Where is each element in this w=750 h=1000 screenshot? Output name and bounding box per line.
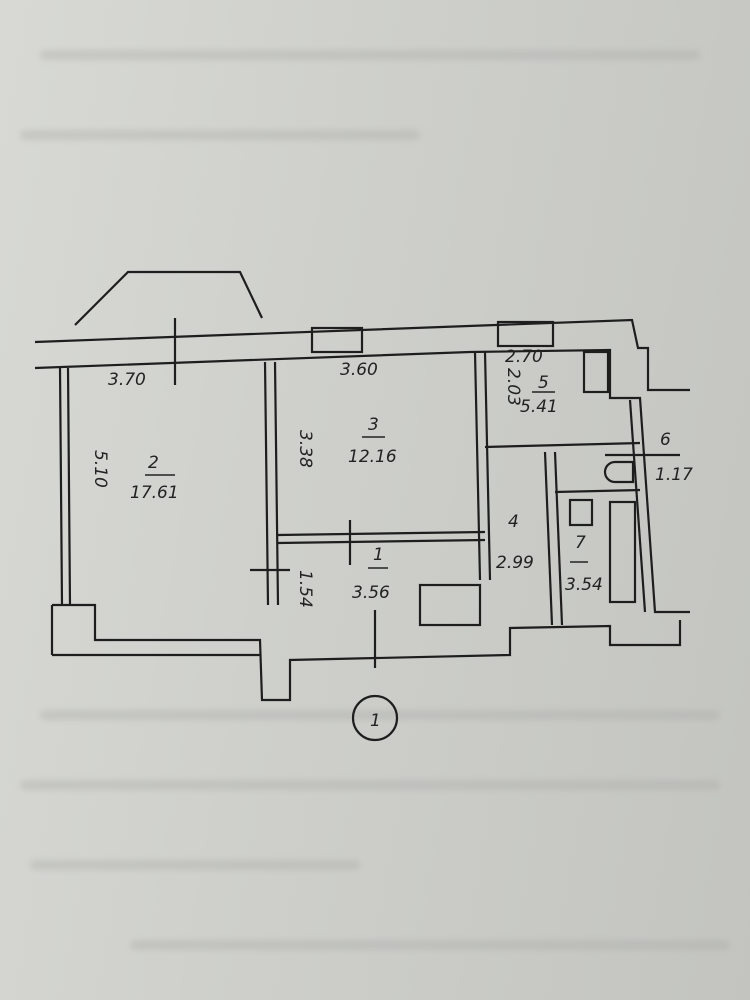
dimension-room3-length: 3.38	[295, 430, 315, 468]
partition-2-3	[263, 361, 270, 606]
partition-3-4	[473, 351, 482, 581]
section-marker-circle	[351, 694, 399, 742]
window	[496, 320, 555, 348]
partition-3-1	[277, 530, 486, 537]
partition-4-7	[553, 451, 564, 626]
room-3-area: 12.16	[348, 447, 397, 467]
faded-text-line	[20, 780, 720, 790]
room-7-area: 3.54	[565, 575, 603, 595]
faded-text-line	[30, 860, 360, 870]
partition-3-1	[277, 538, 486, 545]
wall-left	[58, 367, 64, 606]
room-6-area: 1.17	[655, 465, 693, 485]
wall-left-inner	[66, 367, 72, 606]
balcony-outline	[74, 270, 263, 326]
room-1-area: 3.56	[352, 583, 390, 603]
room-5-area: 5.41	[520, 397, 558, 417]
dimension-room5-width: 2.70	[505, 347, 543, 367]
dimension-room1-length: 1.54	[295, 570, 315, 608]
room-2-area: 17.61	[130, 483, 179, 503]
dimension-room3-width: 3.60	[340, 360, 378, 380]
room-7-number: 7	[575, 533, 586, 553]
room-5-number: 5	[538, 373, 549, 393]
faded-text-line	[40, 50, 700, 60]
section-marker-label: 1	[370, 711, 381, 731]
partition-4-7	[543, 451, 554, 626]
faded-text-line	[20, 130, 420, 140]
dimension-room5-length: 2.03	[503, 368, 523, 406]
window	[310, 326, 364, 354]
faded-text-line	[130, 940, 730, 950]
exterior-wall-inner	[34, 348, 690, 614]
bathtub-icon	[608, 500, 637, 604]
partition-2-3	[273, 361, 280, 606]
room-4-area: 2.99	[496, 553, 534, 573]
toilet-icon	[603, 460, 635, 484]
stove-icon	[582, 350, 610, 394]
room-3-number: 3	[368, 415, 379, 435]
dimension-room2-length: 5.10	[90, 450, 110, 488]
room-2-number: 2	[148, 453, 159, 473]
partition-6	[628, 399, 647, 613]
partition-6-7	[554, 488, 641, 494]
partition-3-4	[483, 351, 492, 581]
room-6-number: 6	[660, 430, 671, 450]
sink-icon	[568, 498, 594, 527]
room-4-number: 4	[508, 512, 519, 532]
room-1-number: 1	[373, 545, 384, 565]
exterior-wall-top	[34, 318, 690, 392]
built-in-closet	[418, 583, 482, 627]
faded-text-line	[40, 710, 720, 720]
dimension-room2-width: 3.70	[108, 370, 146, 390]
partition-5-4	[484, 441, 641, 449]
exterior-wall-bottom	[52, 603, 682, 702]
